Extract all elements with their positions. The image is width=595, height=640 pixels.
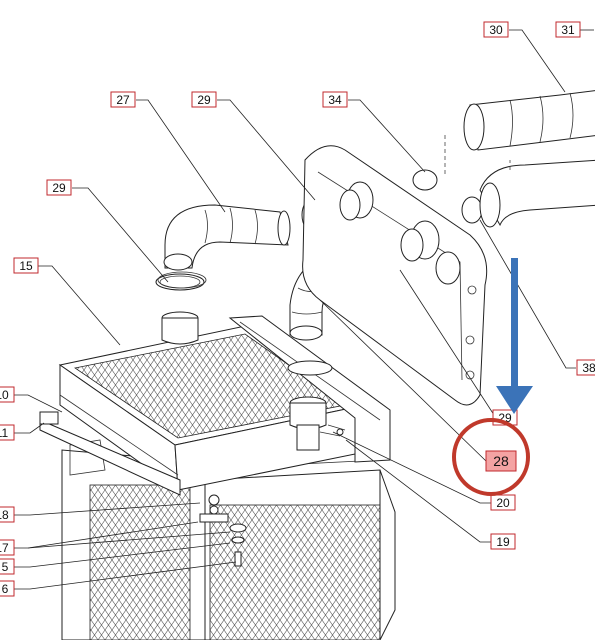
callout-38: 38 (576, 359, 595, 376)
upper-right-hoses (444, 90, 595, 228)
svg-text:29: 29 (52, 181, 66, 195)
callout-28-highlighted: 28 (485, 450, 517, 472)
callout-6: 6 (0, 580, 15, 597)
elbow-hose-27 (163, 204, 291, 271)
callout-20: 20 (490, 494, 516, 511)
callout-18: 18 (0, 506, 15, 523)
cabinet (61, 439, 396, 640)
callout-11: 11 (0, 424, 15, 441)
callout-27: 27 (110, 91, 136, 108)
lower-collar (155, 273, 333, 451)
svg-text:5: 5 (2, 560, 9, 574)
svg-text:38: 38 (582, 361, 595, 375)
svg-text:20: 20 (496, 496, 510, 510)
svg-text:17: 17 (0, 541, 9, 555)
callout-29-top: 29 (191, 91, 217, 108)
callout-29-left: 29 (46, 179, 72, 196)
down-arrow-icon (496, 258, 533, 414)
svg-text:28: 28 (493, 453, 509, 469)
callout-15: 15 (13, 257, 39, 274)
callout-19: 19 (490, 533, 516, 550)
flange-plate (302, 145, 488, 406)
highlight-circle (452, 418, 530, 496)
callout-5: 5 (0, 558, 15, 575)
svg-text:15: 15 (19, 259, 33, 273)
fasteners (199, 424, 346, 567)
svg-text:6: 6 (2, 582, 9, 596)
callout-31: 31 (555, 21, 581, 38)
parts-drawing (39, 90, 595, 640)
leader-lines (14, 29, 594, 590)
callout-30: 30 (483, 21, 509, 38)
callout-34: 34 (322, 91, 348, 108)
svg-text:29: 29 (197, 93, 211, 107)
callout-17: 17 (0, 539, 15, 556)
svg-text:19: 19 (496, 535, 510, 549)
svg-text:34: 34 (328, 93, 342, 107)
svg-text:27: 27 (116, 93, 130, 107)
svg-text:30: 30 (489, 23, 503, 37)
callout-10: 10 (0, 386, 15, 403)
svg-text:10: 10 (0, 388, 9, 402)
svg-text:18: 18 (0, 508, 9, 522)
svg-text:31: 31 (561, 23, 575, 37)
svg-text:11: 11 (0, 426, 9, 440)
radiator-box (39, 324, 367, 496)
